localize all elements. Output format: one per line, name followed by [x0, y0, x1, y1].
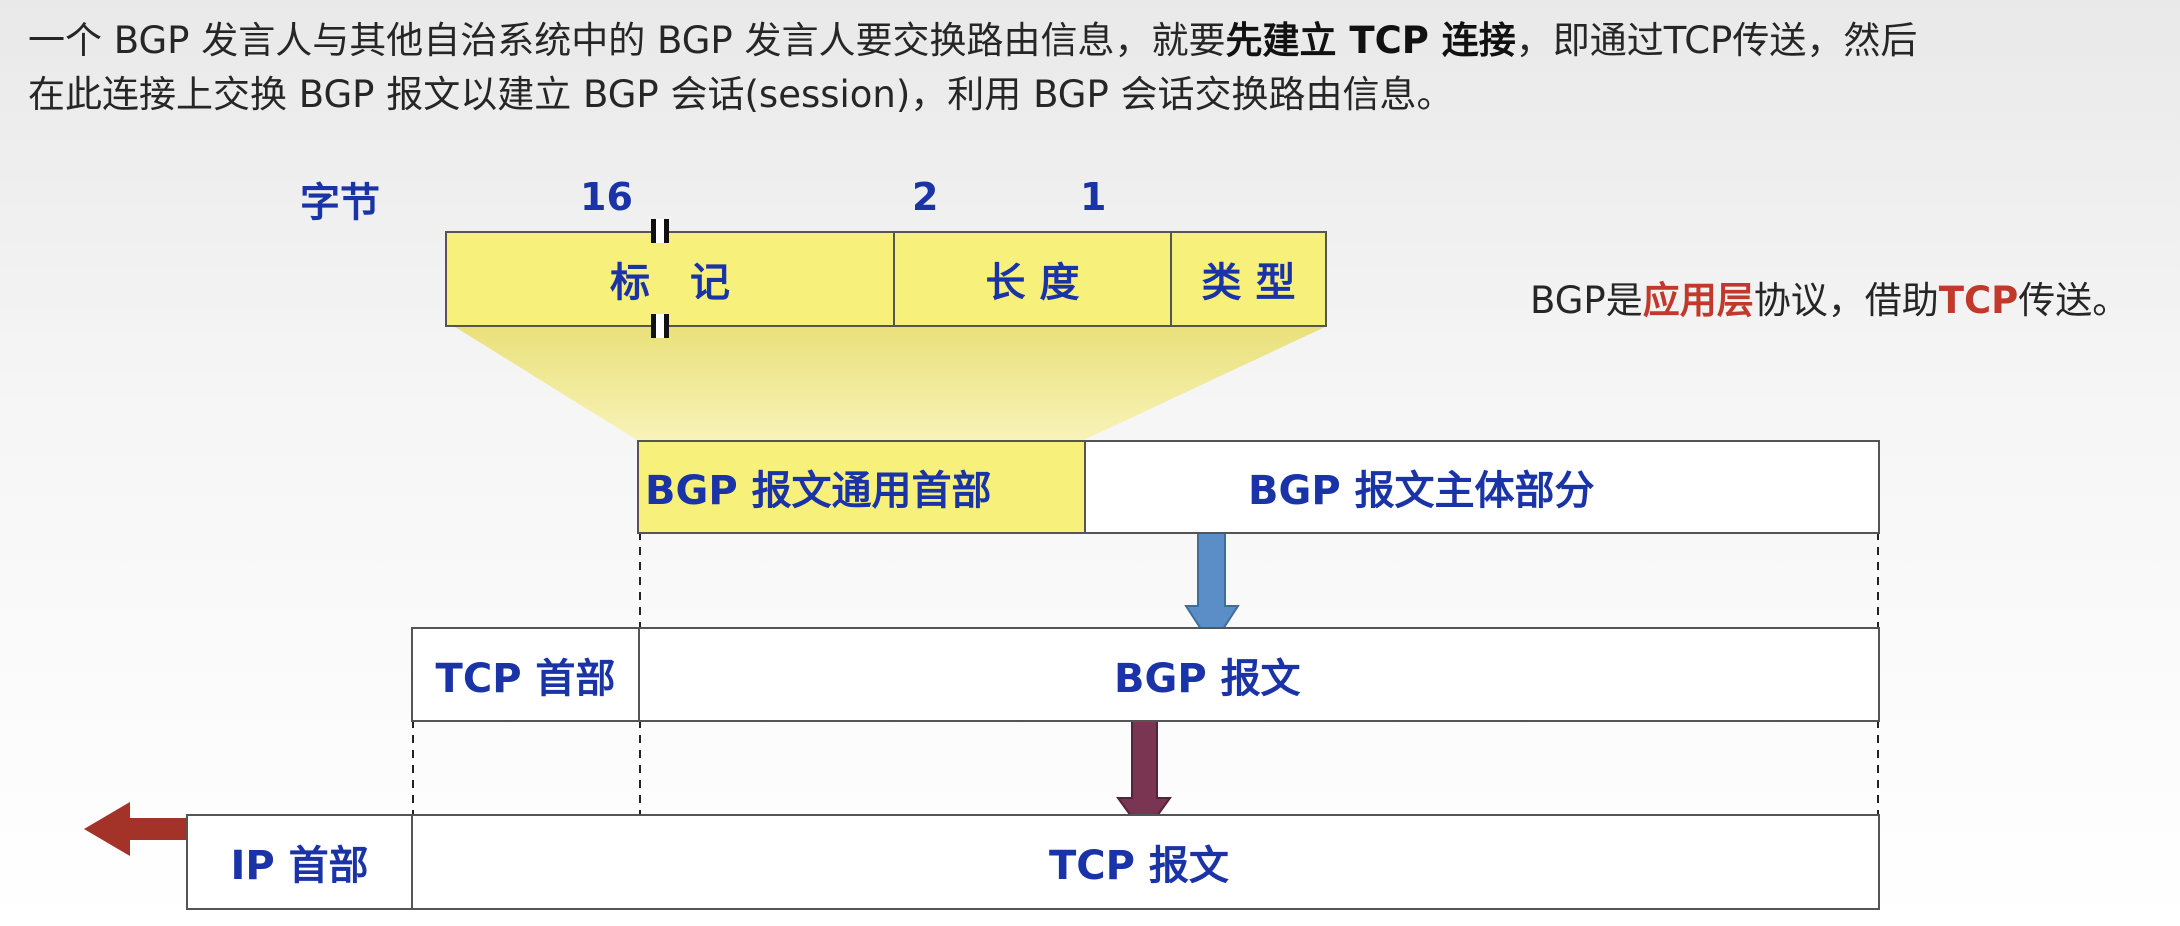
- size-marker-1: 1: [1080, 175, 1107, 219]
- size-marker-16: 16: [580, 175, 633, 219]
- intro-line-1-emphasis: 先建立 TCP 连接: [1225, 19, 1516, 62]
- field-type-label: 类 型: [1201, 260, 1296, 306]
- break-mark-bottom: [651, 314, 669, 338]
- size-marker-2: 2: [912, 175, 939, 219]
- ip-header: IP 首部: [186, 814, 413, 910]
- field-length-label: 长 度: [985, 260, 1080, 306]
- field-type: 类 型: [1170, 231, 1327, 327]
- side-note-part1: BGP是: [1530, 279, 1643, 322]
- bgp-message-body: BGP 报文主体部分: [1084, 440, 1880, 534]
- bgp-common-header: BGP 报文通用首部: [637, 440, 1086, 534]
- intro-line-1-pre: 一个 BGP 发言人与其他自治系统中的 BGP 发言人要交换路由信息，就要: [28, 19, 1226, 62]
- red-left-arrow: [84, 802, 190, 856]
- side-note-part3: 协议，借助: [1753, 279, 1939, 322]
- ip-payload: TCP 报文: [411, 814, 1880, 910]
- bgp-message-body-label: BGP 报文主体部分: [1248, 468, 1595, 514]
- intro-line-2: 在此连接上交换 BGP 报文以建立 BGP 会话(session)，利用 BGP…: [28, 73, 1454, 116]
- intro-line-1: 一个 BGP 发言人与其他自治系统中的 BGP 发言人要交换路由信息，就要先建立…: [28, 14, 2168, 68]
- break-mark-top: [651, 219, 669, 243]
- tcp-header: TCP 首部: [411, 627, 640, 722]
- field-length: 长 度: [893, 231, 1172, 327]
- tcp-header-label: TCP 首部: [435, 655, 616, 702]
- ip-header-label: IP 首部: [230, 843, 369, 889]
- side-note-tcp: TCP: [1938, 279, 2019, 322]
- ip-payload-label: TCP 报文: [1049, 843, 1229, 889]
- expansion-fan: [455, 327, 1325, 440]
- intro-text: 一个 BGP 发言人与其他自治系统中的 BGP 发言人要交换路由信息，就要先建立…: [28, 14, 2168, 122]
- side-note: BGP是应用层协议，借助TCP传送。: [1530, 270, 2129, 324]
- intro-line-1-post: ，即通过TCP传送，然后: [1515, 19, 1918, 62]
- field-marker: 标 记: [445, 231, 895, 327]
- tcp-payload-label: BGP 报文: [1114, 655, 1301, 702]
- field-marker-label: 标 记: [610, 260, 730, 306]
- side-note-part5: 传送。: [2018, 279, 2130, 322]
- byte-label: 字节: [300, 180, 380, 226]
- side-note-layer: 应用层: [1642, 279, 1754, 322]
- tcp-payload: BGP 报文: [638, 627, 1880, 722]
- bgp-common-header-label: BGP 报文通用首部: [645, 468, 992, 514]
